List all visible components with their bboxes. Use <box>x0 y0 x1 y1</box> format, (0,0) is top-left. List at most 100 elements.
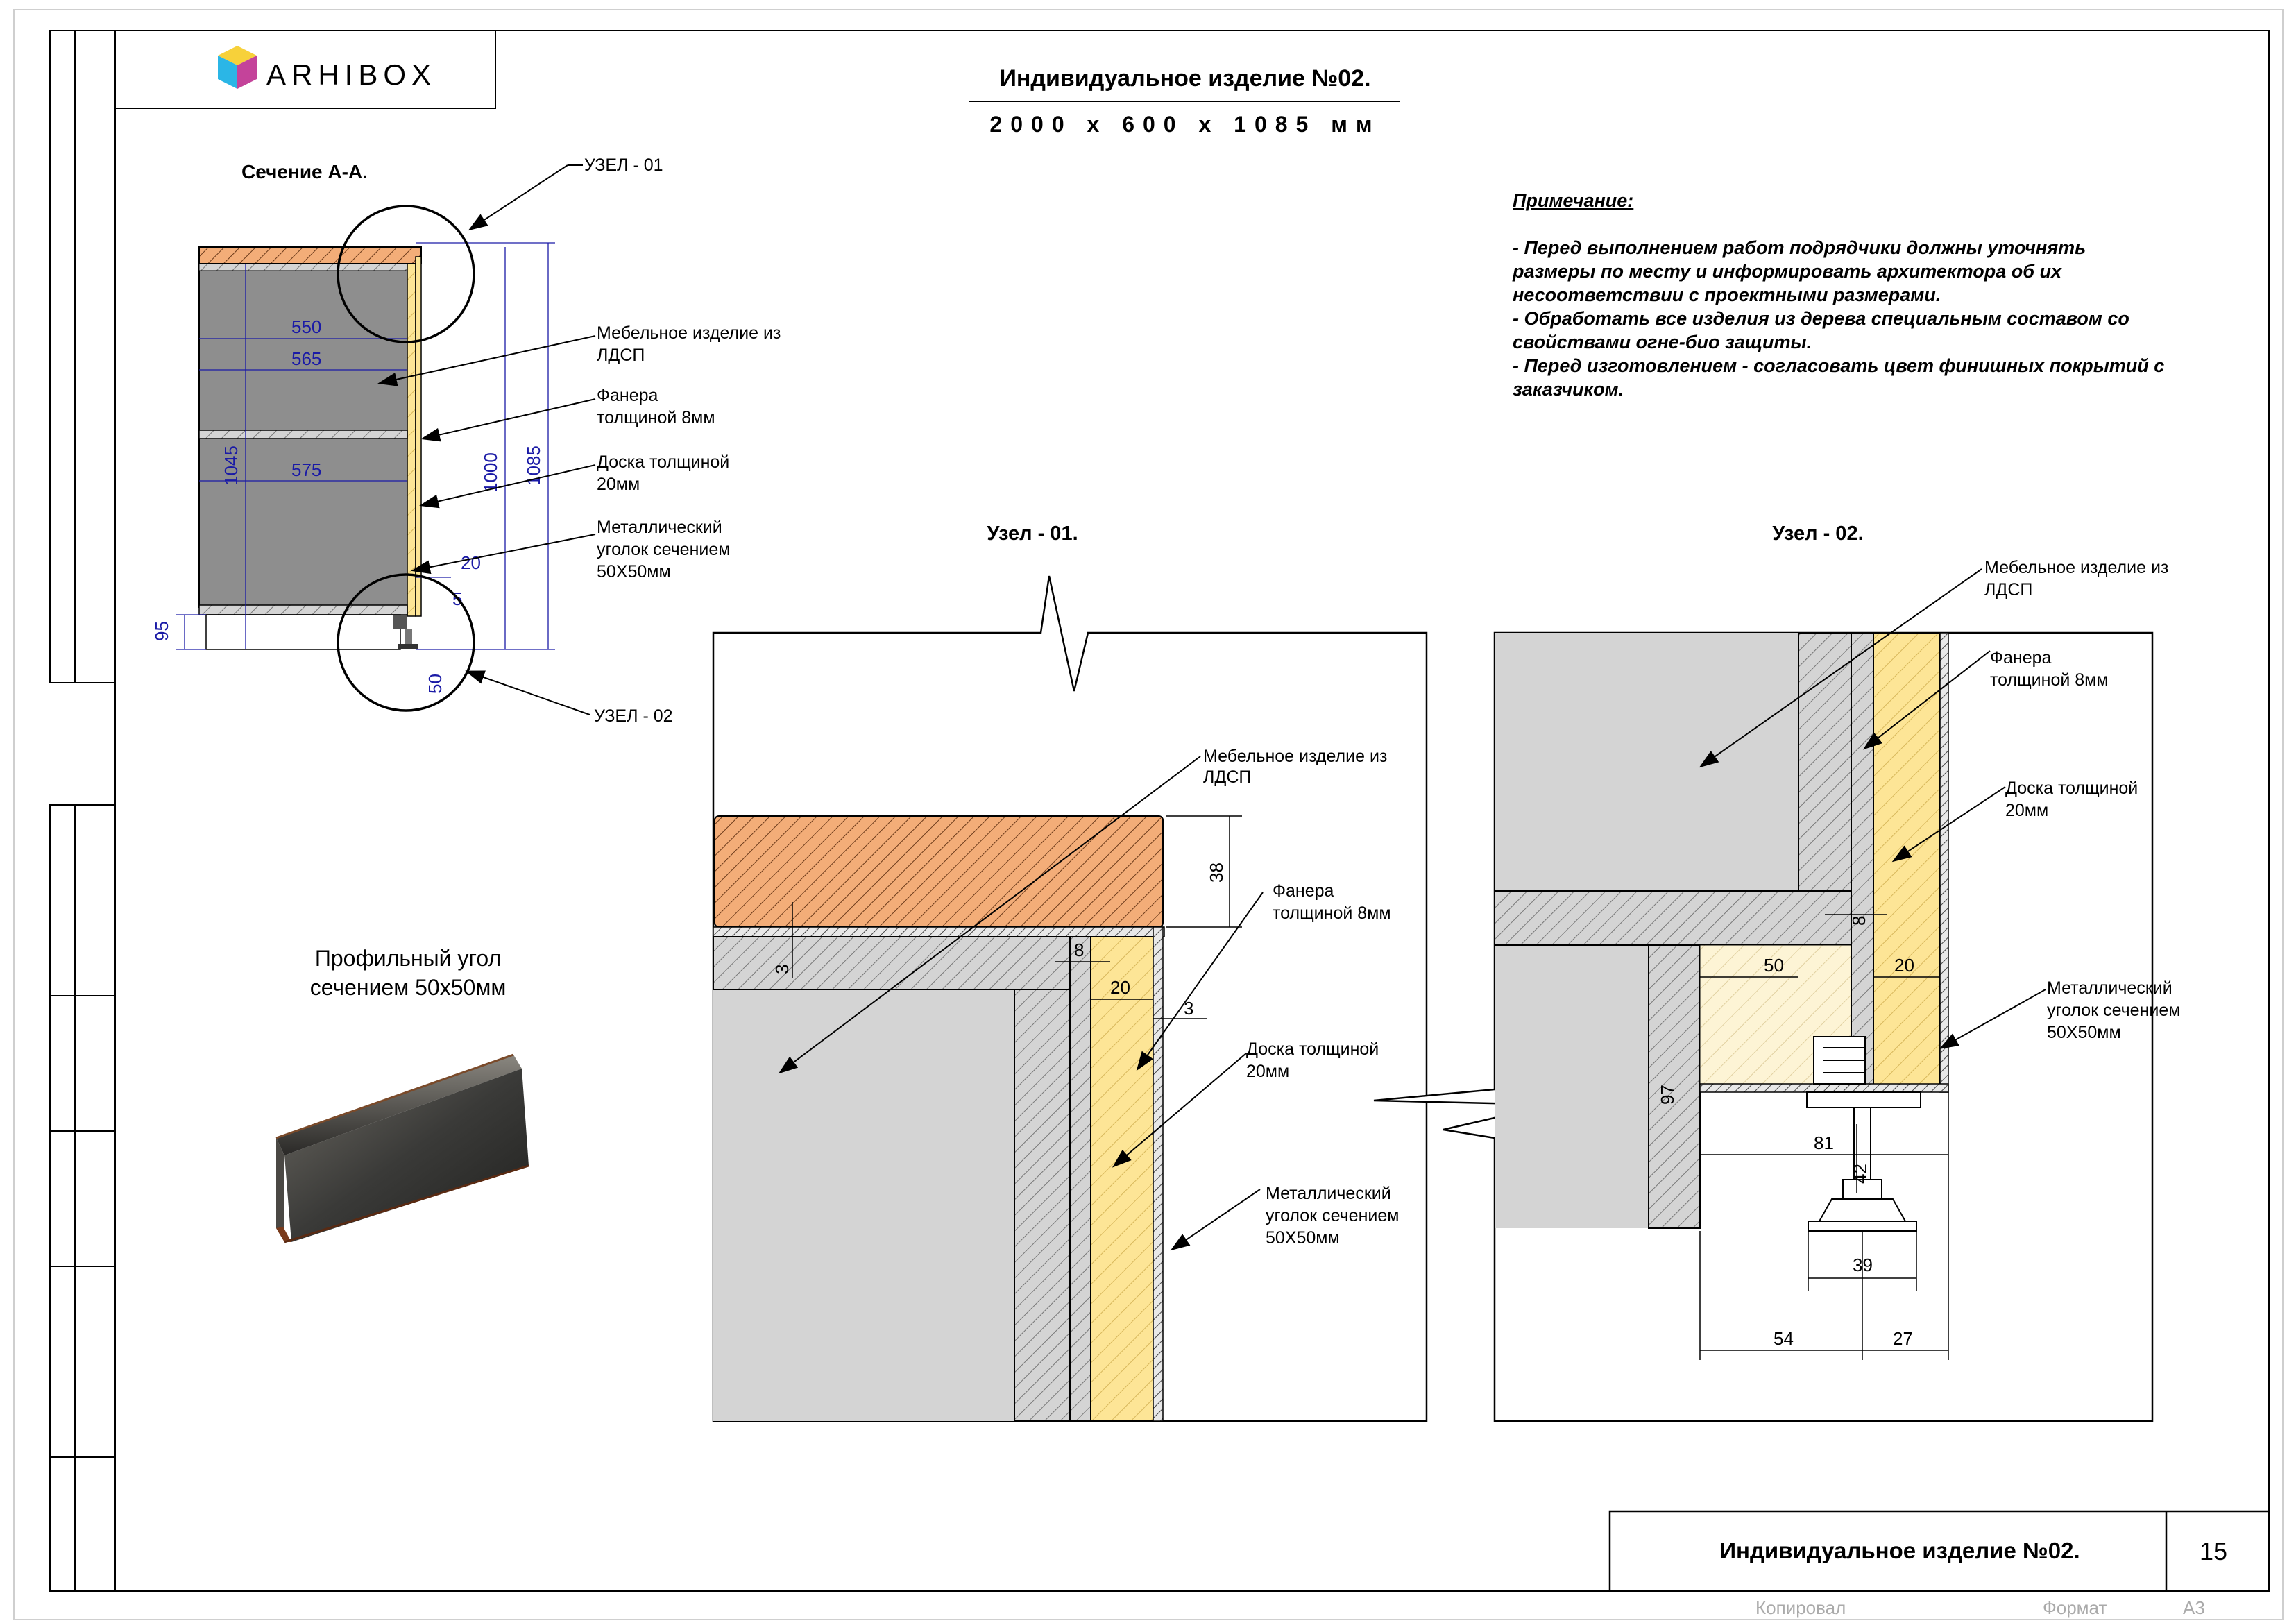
node-01-dim-20: 20 <box>1110 977 1130 998</box>
dim-50: 50 <box>425 674 445 694</box>
node-01-countertop <box>714 815 1164 928</box>
node-02-plank <box>1873 632 1941 1089</box>
node-01-detail: Узел - 01. 38 3 8 20 3 <box>712 522 1428 1422</box>
note-line-2: размеры по месту и информировать архитек… <box>1512 261 2062 282</box>
plywood-strip <box>415 256 422 617</box>
profile-caption-line1: Профильный угол <box>315 946 501 971</box>
logo-box: ARHIBOX <box>114 30 496 109</box>
format-label: Формат <box>2043 1597 2107 1618</box>
node-01-plywood-side <box>1069 936 1091 1422</box>
node-02-callout-4-line3: 50Х50мм <box>2047 1023 2121 1042</box>
node-02-callout-3-line1: Доска толщиной <box>2005 779 2138 798</box>
node-1-label: УЗЕЛ - 01 <box>584 155 663 175</box>
node-01-dim-38: 38 <box>1206 863 1227 883</box>
section-callout-3-line1: Доска толщиной <box>597 452 729 472</box>
dim-20: 20 <box>461 552 481 573</box>
node-02-dim-20: 20 <box>1894 955 1914 976</box>
notes-title: Примечание: <box>1513 190 1633 211</box>
bottom-board <box>198 604 408 615</box>
dim-95: 95 <box>151 621 172 641</box>
section-callout-1-line1: Мебельное изделие из <box>597 323 781 343</box>
node-02-dim-50: 50 <box>1764 955 1784 976</box>
page-title: Индивидуальное изделие №02. <box>999 65 1370 92</box>
profile-caption-line2: сечением 50х50мм <box>310 975 507 1000</box>
note-line-1: - Перед выполнением работ подрядчики дол… <box>1513 237 2086 258</box>
node-01-dim-8: 8 <box>1074 940 1084 960</box>
node-01-cabinet-face <box>713 989 1014 1421</box>
logo-text: ARHIBOX <box>266 58 436 91</box>
node-02-callout-1-line1: Мебельное изделие из <box>1984 558 2168 577</box>
format-value: А3 <box>2183 1597 2205 1618</box>
copied-label: Копировал <box>1755 1597 1846 1618</box>
node-02-dim-27: 27 <box>1893 1328 1913 1349</box>
node-02-dim-8: 8 <box>1848 916 1869 926</box>
node-02-plywood <box>1851 632 1874 1089</box>
note-line-3: несоответствии с проектными размерами. <box>1513 284 1941 305</box>
dim-1000: 1000 <box>480 452 501 493</box>
note-line-6: - Перед изготовлением - согласовать цвет… <box>1513 355 2164 376</box>
node-02-dim-81: 81 <box>1814 1132 1834 1153</box>
node-01-title: Узел - 01. <box>987 522 1078 545</box>
notes: Примечание: - Перед выполнением работ по… <box>1512 190 2164 400</box>
node-01-callout-3-line2: 20мм <box>1246 1062 1289 1081</box>
node-02-callout-4-line2: уголок сечением <box>2047 1001 2180 1020</box>
node-02-metal-angle-horizontal <box>1699 1083 1949 1093</box>
node-02-plinth-board <box>1648 944 1701 1229</box>
note-line-5: свойствами огне-био защиты. <box>1513 332 1812 352</box>
node-01-side-board <box>1014 989 1071 1422</box>
node-01-metal-angle <box>1153 926 1164 1422</box>
section-callout-4-line1: Металлический <box>597 518 722 537</box>
node-02-cabinet-lower <box>1495 945 1649 1228</box>
section-callout-4-line3: 50Х50мм <box>597 562 671 581</box>
section-callout-1-line2: ЛДСП <box>597 346 645 365</box>
node-02-title: Узел - 02. <box>1772 522 1863 545</box>
leg-bracket <box>393 615 407 629</box>
note-line-4: - Обработать все изделия из дерева специ… <box>1513 308 2129 329</box>
node-01-callout-4-line2: уголок сечением <box>1266 1206 1399 1225</box>
leg-foot <box>398 644 418 649</box>
leg-stem <box>405 629 412 644</box>
dim-575: 575 <box>291 459 321 480</box>
section-a-a: Сечение А-А. 550 565 575 <box>151 155 781 726</box>
section-callout-2-line1: Фанера <box>597 386 658 405</box>
node-01-callout-1-line1: Мебельное изделие из <box>1203 747 1387 766</box>
section-callout-2-line2: толщиной 8мм <box>597 408 715 427</box>
node-02-callout-1-line2: ЛДСП <box>1984 580 2032 600</box>
dim-550: 550 <box>291 316 321 337</box>
top-board <box>198 263 408 271</box>
node-02-callout-4-line1: Металлический <box>2047 978 2172 998</box>
node-02-dim-42: 42 <box>1850 1164 1871 1184</box>
node-02-dim-97: 97 <box>1657 1085 1678 1105</box>
node-02-bottom-board <box>1494 890 1852 946</box>
node-01-callout-2-line2: толщиной 8мм <box>1273 903 1391 923</box>
section-callout-4-line2: уголок сечением <box>597 540 730 559</box>
node-01-plywood-top <box>713 926 1165 937</box>
node-01-callout-4-line1: Металлический <box>1266 1184 1391 1203</box>
node-01-callout-2-line1: Фанера <box>1273 881 1334 901</box>
stamp-title: Индивидуальное изделие №02. <box>1719 1538 2080 1563</box>
dim-1045: 1045 <box>221 445 241 486</box>
dim-565: 565 <box>291 348 321 369</box>
node-2-circle <box>337 573 475 712</box>
node-01-callout-3-line1: Доска толщиной <box>1246 1039 1379 1059</box>
header: Индивидуальное изделие №02. 2000 x 600 x… <box>969 65 1400 137</box>
note-line-7: заказчиком. <box>1513 379 1624 400</box>
node-02-metal-angle-vertical <box>1939 632 1949 1093</box>
node-02-detail: Узел - 02. <box>1373 522 2180 1422</box>
cube-logo-icon <box>218 46 257 89</box>
countertop <box>198 246 422 264</box>
node-2-label: УЗЕЛ - 02 <box>594 706 673 726</box>
title-block: Индивидуальное изделие №02. 15 Копировал… <box>1608 1510 2270 1618</box>
node-02-side-board <box>1798 632 1852 892</box>
section-callout-3-line2: 20мм <box>597 475 640 494</box>
node-01-plank <box>1090 936 1154 1422</box>
page-dimensions: 2000 x 600 x 1085 мм <box>989 112 1380 137</box>
node-01-callout-4-line3: 50Х50мм <box>1266 1228 1340 1248</box>
node-02-cabinet-upper <box>1495 633 1798 892</box>
node-01-callout-1-line2: ЛДСП <box>1203 767 1251 787</box>
steel-angle-image <box>275 1053 529 1243</box>
node-01-dim-3b: 3 <box>1184 998 1193 1019</box>
node-1-circle <box>337 205 475 343</box>
node-02-callout-2-line2: толщиной 8мм <box>1990 670 2109 690</box>
